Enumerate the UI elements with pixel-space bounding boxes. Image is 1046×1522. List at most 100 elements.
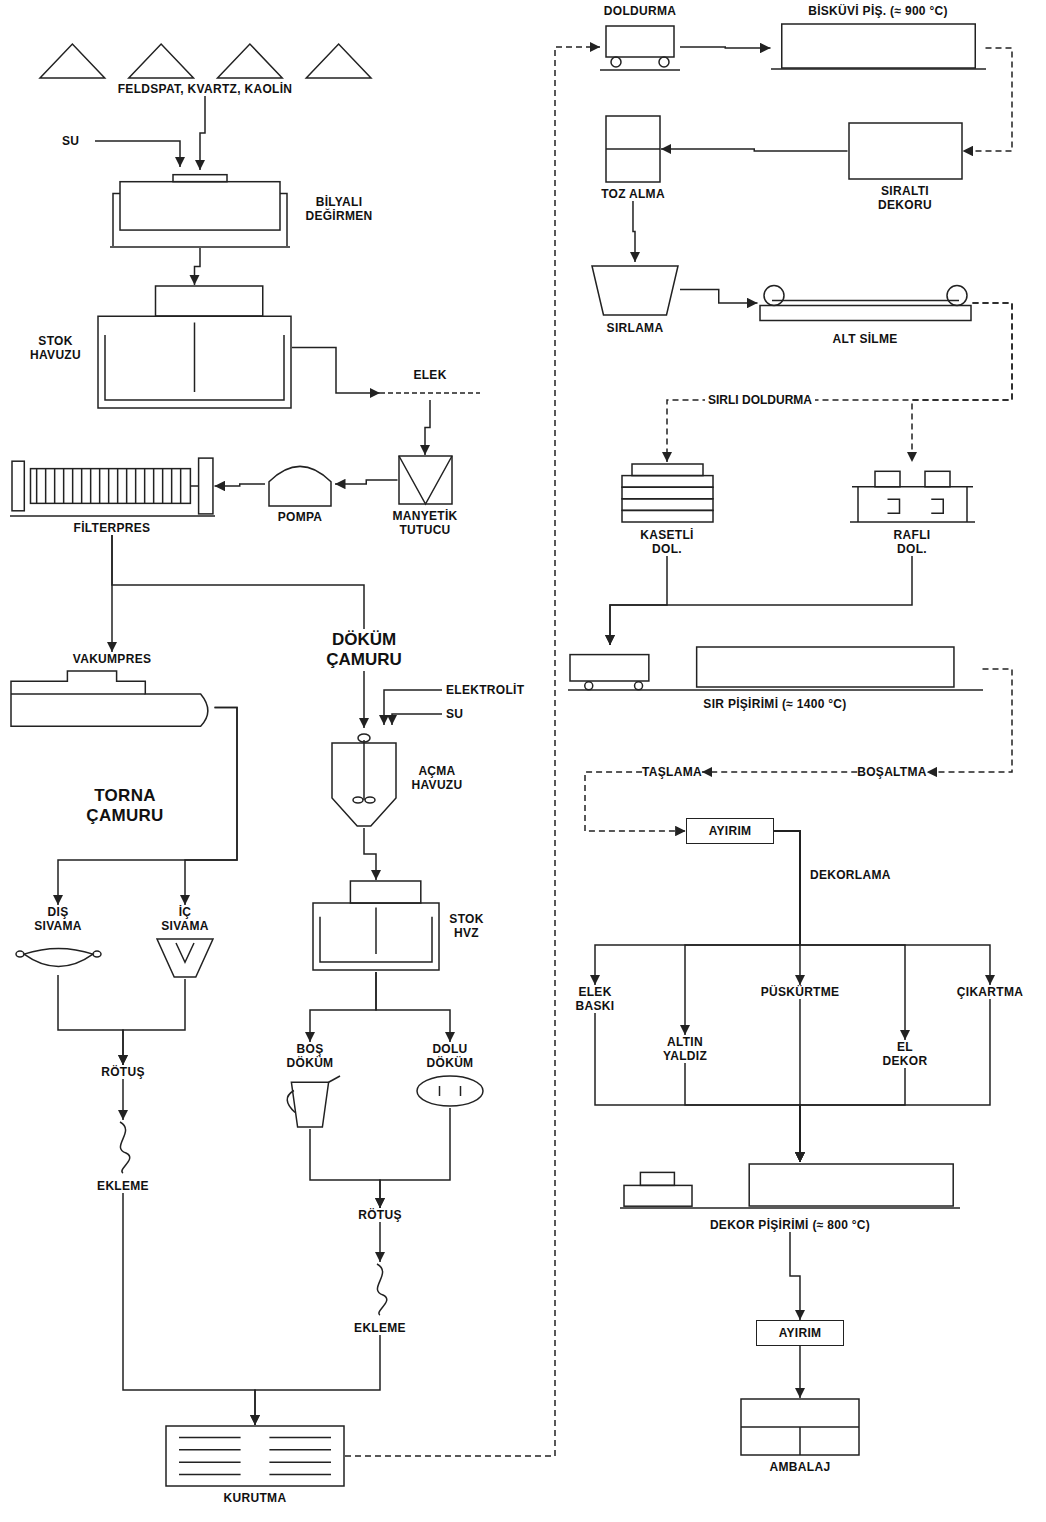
icon-stroke bbox=[925, 471, 950, 487]
icon-stroke bbox=[110, 246, 290, 248]
note-label: SU bbox=[446, 707, 463, 721]
icon-stroke bbox=[11, 693, 145, 695]
equipment-icon bbox=[312, 880, 440, 972]
process-step: MANYETİK TUTUCU bbox=[385, 455, 465, 537]
icon-stroke bbox=[592, 266, 678, 315]
icon-stroke bbox=[399, 456, 452, 504]
icon-stroke bbox=[350, 881, 420, 903]
flow-arrow bbox=[610, 556, 667, 645]
process-step: BOŞALTMA bbox=[857, 765, 927, 779]
icon-stroke bbox=[143, 469, 145, 504]
icon-stroke bbox=[380, 392, 480, 394]
icon-stroke bbox=[179, 1437, 331, 1439]
step-label: İÇ SIVAMA bbox=[154, 905, 216, 933]
process-step: ELEK bbox=[380, 368, 480, 400]
equipment-icon bbox=[279, 1074, 341, 1129]
icon-stroke bbox=[198, 458, 212, 514]
icon-stroke bbox=[152, 469, 154, 504]
icon-stroke bbox=[120, 1122, 130, 1173]
icon-stroke bbox=[375, 908, 377, 954]
process-step: EL DEKOR bbox=[878, 1040, 933, 1068]
icon-stroke bbox=[887, 499, 943, 513]
flow-arrow bbox=[963, 48, 1013, 151]
step-label: ALTIN YALDIZ bbox=[658, 1035, 713, 1063]
icon-stroke bbox=[179, 1449, 331, 1451]
flow-arrow bbox=[200, 96, 205, 170]
icon-stroke bbox=[696, 647, 953, 687]
flow-arrow bbox=[685, 831, 800, 1035]
icon-stroke bbox=[11, 671, 208, 726]
icon-stroke bbox=[850, 487, 975, 522]
equipment-icon bbox=[568, 645, 983, 693]
icon-stroke bbox=[620, 1207, 960, 1209]
step-label: ALT SİLME bbox=[832, 332, 897, 346]
equipment-icon bbox=[108, 1120, 138, 1175]
step-label: BOŞALTMA bbox=[857, 765, 927, 779]
equipment-icon bbox=[97, 285, 292, 410]
icon-stroke bbox=[166, 1426, 344, 1486]
equipment-icon bbox=[620, 1162, 960, 1214]
icon-stroke bbox=[89, 469, 91, 504]
icon-stroke bbox=[176, 943, 194, 962]
flow-arrow bbox=[680, 47, 771, 48]
icon-stroke bbox=[440, 1086, 461, 1096]
process-step: ALT SİLME bbox=[758, 278, 973, 346]
icon-stroke bbox=[584, 682, 592, 690]
icon-stroke bbox=[306, 44, 371, 78]
icon-stroke bbox=[194, 323, 196, 393]
process-step: VAKUMPRES bbox=[10, 652, 215, 745]
process-step: BOŞ DÖKÜM bbox=[279, 1042, 341, 1129]
flow-arrow bbox=[633, 201, 635, 262]
equipment-icon bbox=[10, 455, 215, 517]
icon-stroke bbox=[156, 286, 263, 316]
flow-arrow bbox=[661, 149, 848, 151]
icon-stroke bbox=[875, 471, 900, 487]
flow-arrow bbox=[364, 828, 376, 880]
icon-stroke bbox=[622, 499, 713, 511]
flow-arrow bbox=[595, 1013, 800, 1162]
icon-stroke bbox=[781, 24, 975, 68]
icon-stroke bbox=[622, 476, 713, 488]
icon-stroke bbox=[10, 515, 215, 517]
icon-stroke bbox=[659, 57, 669, 67]
process-step: BİLYALI DEĞİRMEN bbox=[110, 170, 384, 248]
step-label: FELDSPAT, KVARTZ, KAOLİN bbox=[118, 82, 293, 96]
icon-stroke bbox=[128, 44, 193, 78]
step-label: SIR PİŞİRİMİ (≈ 1400 °C) bbox=[703, 697, 846, 711]
step-label: BİLYALI DEĞİRMEN bbox=[294, 195, 384, 223]
icon-stroke bbox=[24, 948, 93, 966]
process-step: STOK HVZ bbox=[312, 880, 489, 972]
icon-stroke bbox=[622, 510, 713, 522]
process-step: SIRLAMA bbox=[590, 262, 680, 335]
equipment-icon bbox=[16, 937, 101, 975]
step-label: ELEK bbox=[413, 368, 446, 382]
icon-stroke bbox=[113, 193, 287, 246]
equipment-icon bbox=[365, 1262, 395, 1317]
note-label: SU bbox=[62, 134, 79, 148]
equipment-icon bbox=[265, 462, 335, 506]
step-label: TOZ ALMA bbox=[601, 187, 665, 201]
flow-arrow bbox=[58, 975, 123, 1065]
edge-label: DÖKÜM ÇAMURU bbox=[306, 629, 422, 671]
note-label: DEKORLAMA bbox=[810, 868, 891, 882]
step-label: STOK HAVUZU bbox=[18, 334, 93, 362]
equipment-icon bbox=[398, 455, 453, 505]
flow-arrow bbox=[790, 1232, 800, 1320]
equipment-icon bbox=[758, 278, 973, 328]
flow-arrow bbox=[799, 1346, 801, 1398]
step-label: EKLEME bbox=[97, 1179, 149, 1193]
step-label: POMPA bbox=[278, 510, 323, 524]
equipment-icon bbox=[380, 386, 480, 400]
step-label: STOK HVZ bbox=[444, 912, 489, 940]
step-label: RAFLI DOL. bbox=[877, 528, 947, 556]
icon-stroke bbox=[40, 44, 105, 78]
process-step: FELDSPAT, KVARTZ, KAOLİN bbox=[28, 42, 383, 96]
flow-arrow bbox=[123, 1193, 255, 1425]
step-label: AYIRIM bbox=[779, 1326, 822, 1340]
flow-arrow bbox=[667, 303, 1012, 462]
flow-arrow bbox=[255, 1335, 380, 1425]
icon-stroke bbox=[353, 797, 363, 803]
process-step: STOK HAVUZU bbox=[18, 285, 292, 410]
equipment-icon bbox=[110, 170, 290, 248]
process-step: RÖTUŞ bbox=[101, 1065, 145, 1079]
